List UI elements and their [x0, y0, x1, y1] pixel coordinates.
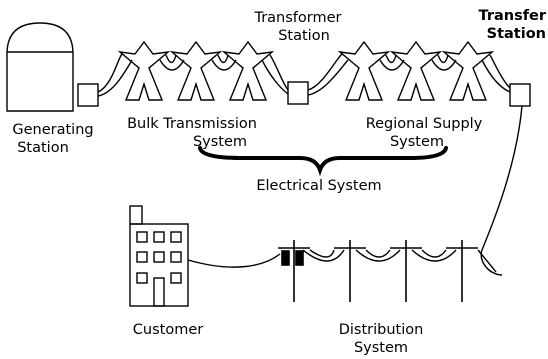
- feeder-line: [480, 105, 523, 276]
- transmission-tower-icon: [117, 40, 171, 101]
- transmission-tower-icon: [441, 40, 495, 101]
- regional-supply-label-line2: System: [390, 134, 444, 150]
- utility-pole-icon: [278, 240, 310, 302]
- transformer-station-label-line1: Transformer: [253, 10, 341, 26]
- regional-supply-towers: [337, 40, 511, 101]
- transmission-tower-icon: [337, 40, 391, 101]
- transfer-station-box: [509, 83, 531, 107]
- distribution-poles: [278, 240, 478, 302]
- generating-station-label-line2: Station: [17, 140, 69, 156]
- generating-station-building: [6, 22, 74, 112]
- regional-supply-label-line1: Regional Supply: [366, 116, 483, 132]
- bulk-transmission-label-line2: System: [193, 134, 247, 150]
- service-drop-line: [187, 253, 281, 268]
- utility-pole-icon: [334, 240, 366, 302]
- transmission-tower-icon: [389, 40, 443, 101]
- utility-pole-icon: [390, 240, 422, 302]
- transmission-tower-icon: [221, 40, 275, 101]
- electrical-system-brace: [198, 146, 448, 177]
- generating-station-label-line1: Generating: [12, 122, 93, 138]
- generating-station-transformer-box: [77, 83, 99, 107]
- bulk-transmission-label-line1: Bulk Transmission: [127, 116, 257, 132]
- transformer-station-conductors: [307, 53, 349, 96]
- transmission-tower-icon: [169, 40, 223, 101]
- electrical-system-label: Electrical System: [256, 178, 381, 194]
- customer-building: [129, 205, 189, 307]
- transfer-station-label-line2: Station: [487, 26, 546, 42]
- distribution-system-label-line2: System: [354, 340, 408, 356]
- bulk-transmission-towers: [97, 40, 289, 101]
- distribution-conductors: [302, 249, 497, 273]
- customer-label: Customer: [133, 322, 203, 338]
- transfer-station-label-line1: Transfer: [479, 8, 547, 24]
- transformer-station-box: [287, 81, 309, 105]
- distribution-system-label-line1: Distribution: [339, 322, 424, 338]
- utility-pole-icon: [446, 240, 478, 302]
- transformer-station-label-line2: Station: [278, 28, 330, 44]
